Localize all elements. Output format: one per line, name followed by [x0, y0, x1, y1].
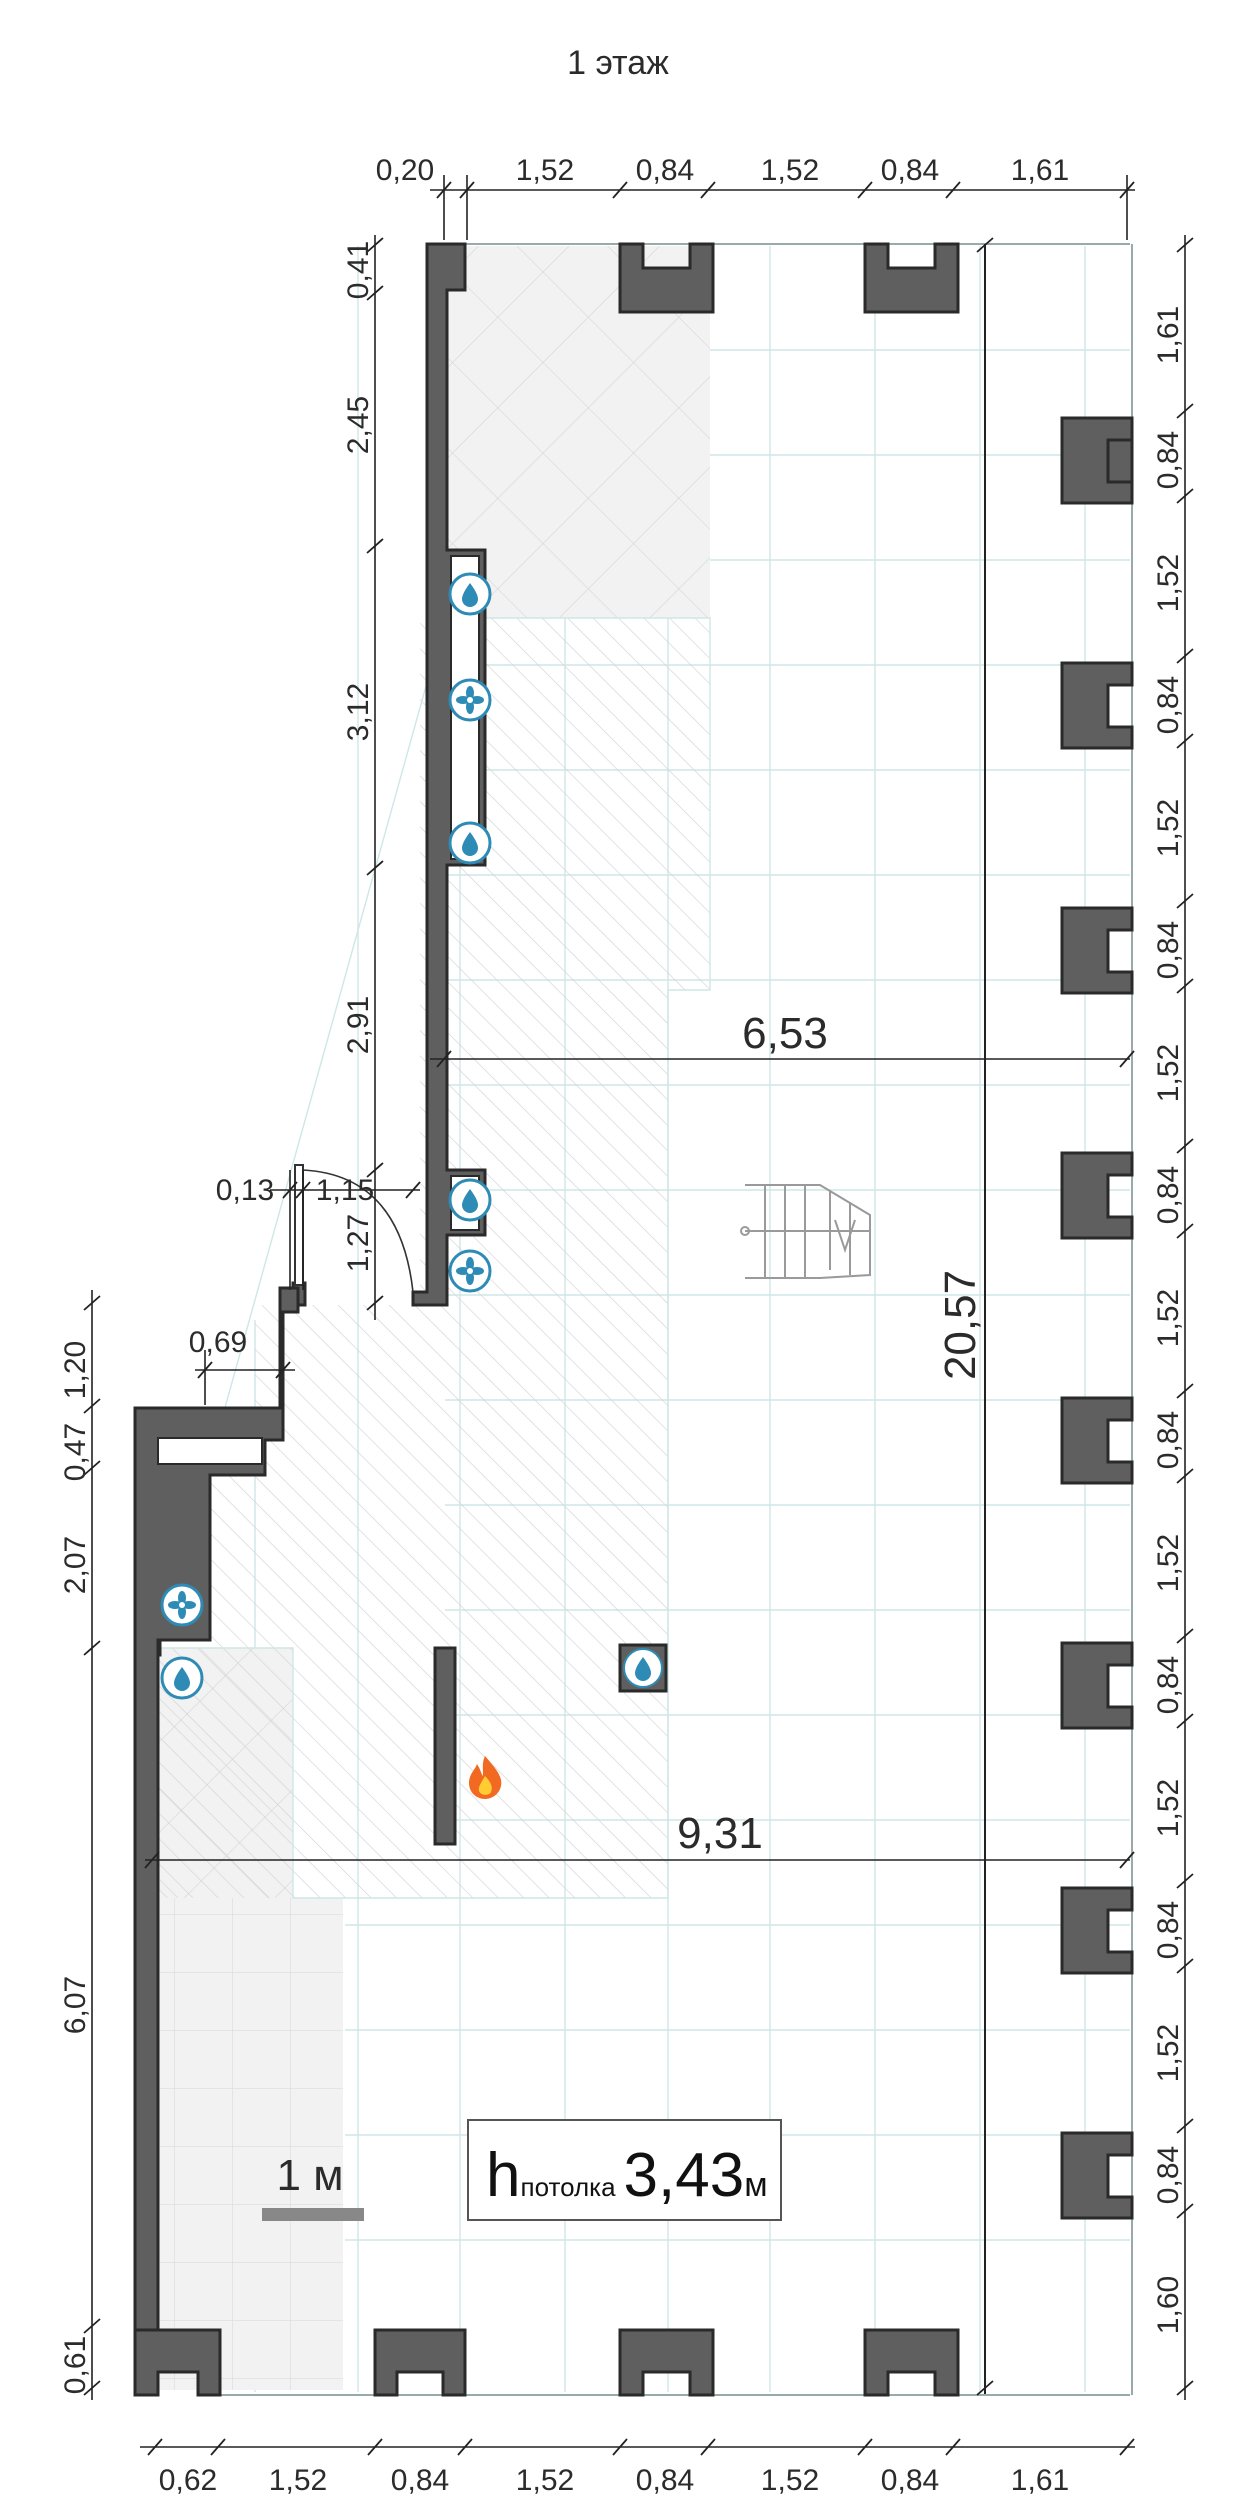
svg-text:0,20: 0,20 — [376, 154, 434, 187]
svg-text:1,61: 1,61 — [1152, 306, 1185, 364]
water-drop-icon — [623, 1648, 663, 1688]
svg-text:0,69: 0,69 — [189, 1326, 247, 1359]
svg-text:1,52: 1,52 — [1152, 1779, 1185, 1837]
svg-text:2,45: 2,45 — [342, 396, 375, 454]
svg-text:0,84: 0,84 — [1152, 921, 1185, 979]
svg-text:1,52: 1,52 — [516, 154, 574, 187]
svg-text:0,84: 0,84 — [1152, 1901, 1185, 1959]
svg-text:0,84: 0,84 — [391, 2464, 449, 2497]
svg-text:1,27: 1,27 — [342, 1214, 375, 1272]
svg-text:0,84: 0,84 — [1152, 431, 1185, 489]
svg-text:6,53: 6,53 — [742, 1009, 828, 1058]
svg-text:1 м: 1 м — [277, 2151, 344, 2200]
svg-text:1,52: 1,52 — [1152, 554, 1185, 612]
water-drop-icon — [448, 821, 492, 865]
dimensions: 0,20 1,52 0,84 1,52 0,84 1,61 0,62 1,52 … — [59, 154, 1194, 2497]
water-drop-icon — [448, 1178, 492, 1222]
svg-text:3,12: 3,12 — [342, 683, 375, 741]
floor-title: 1 этаж — [567, 44, 669, 82]
svg-text:2,07: 2,07 — [59, 1536, 92, 1594]
svg-text:1,52: 1,52 — [1152, 1289, 1185, 1347]
svg-text:0,84: 0,84 — [1152, 1166, 1185, 1224]
piers-right — [1060, 416, 1134, 2220]
svg-text:0,47: 0,47 — [59, 1423, 92, 1481]
ventilation-fan-icon — [448, 678, 492, 722]
tile-zone-bottom-left — [158, 1898, 343, 2390]
svg-text:20,57: 20,57 — [936, 1270, 985, 1380]
piers-bottom — [133, 2328, 960, 2397]
svg-text:1,20: 1,20 — [59, 1341, 92, 1399]
svg-text:0,84: 0,84 — [636, 2464, 694, 2497]
svg-text:0,84: 0,84 — [636, 154, 694, 187]
ventilation-fan-icon — [160, 1583, 204, 1627]
svg-text:1,52: 1,52 — [1152, 1044, 1185, 1102]
svg-text:1,61: 1,61 — [1011, 2464, 1069, 2497]
svg-text:0,84: 0,84 — [881, 154, 939, 187]
svg-text:9,31: 9,31 — [677, 1809, 763, 1858]
scale-bar: 1 м — [262, 2151, 364, 2221]
svg-text:1,60: 1,60 — [1152, 2276, 1185, 2334]
piers-top — [618, 242, 960, 314]
svg-text:2,91: 2,91 — [342, 996, 375, 1054]
svg-text:1,52: 1,52 — [1152, 799, 1185, 857]
svg-text:0,84: 0,84 — [1152, 676, 1185, 734]
svg-text:0,84: 0,84 — [1152, 2146, 1185, 2204]
walls — [133, 242, 1133, 2396]
water-drop-icon — [160, 1656, 204, 1700]
svg-text:0,84: 0,84 — [1152, 1656, 1185, 1714]
svg-text:1,52: 1,52 — [516, 2464, 574, 2497]
svg-text:6,07: 6,07 — [59, 1976, 92, 2034]
svg-text:0,84: 0,84 — [881, 2464, 939, 2497]
fire-icon — [469, 1756, 502, 1799]
svg-text:1,52: 1,52 — [1152, 1534, 1185, 1592]
svg-text:0,61: 0,61 — [59, 2336, 92, 2394]
svg-text:0,41: 0,41 — [342, 241, 375, 299]
stairs-icon — [740, 1184, 871, 1279]
ventilation-fan-icon — [448, 1249, 492, 1293]
svg-text:0,62: 0,62 — [159, 2464, 217, 2497]
svg-text:1,61: 1,61 — [1011, 154, 1069, 187]
svg-text:1,52: 1,52 — [269, 2464, 327, 2497]
svg-text:1,52: 1,52 — [761, 2464, 819, 2497]
svg-text:1,15: 1,15 — [316, 1174, 374, 1207]
svg-text:0,13: 0,13 — [216, 1174, 274, 1207]
svg-text:1,52: 1,52 — [761, 154, 819, 187]
svg-text:0,84: 0,84 — [1152, 1411, 1185, 1469]
svg-text:1,52: 1,52 — [1152, 2024, 1185, 2082]
water-drop-icon — [448, 572, 492, 616]
